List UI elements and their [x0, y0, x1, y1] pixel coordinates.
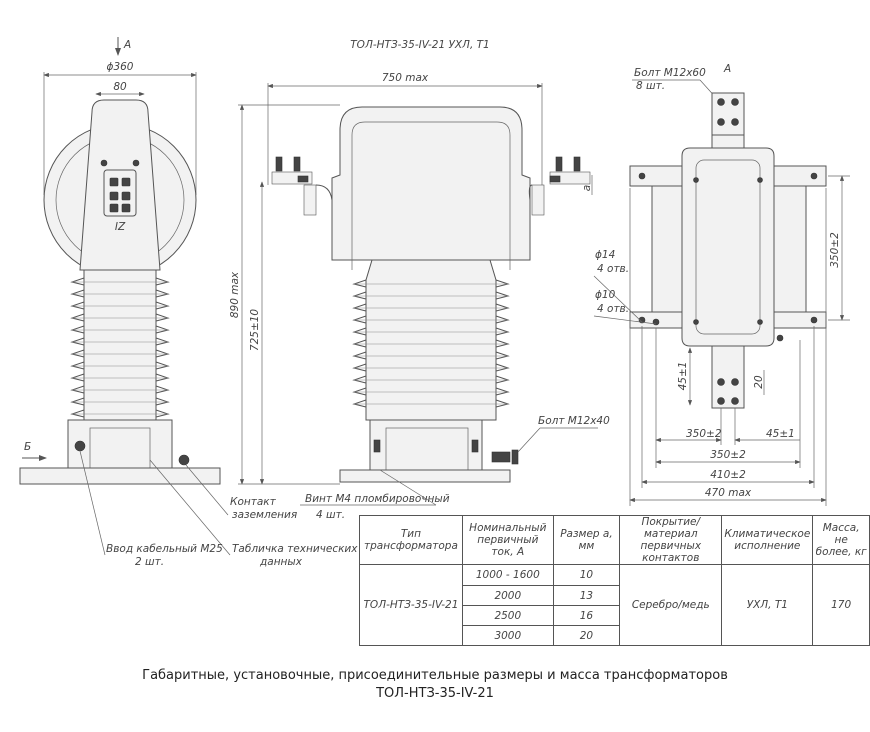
view-b-mark: Б [24, 441, 31, 453]
middle-view: 750 max 890 max 725±10 a [229, 72, 610, 521]
cell-size: 20 [552, 625, 621, 646]
view-a-mark-right: А [723, 63, 731, 75]
cell-current: 2500 [461, 605, 554, 626]
hole-10-qty: 4 отв. [597, 303, 629, 315]
dim-45-vertical: 45±1 [677, 362, 689, 391]
cell-climate: УХЛ, Т1 [721, 564, 814, 646]
table-row: ТОЛ-НТЗ-35-IV-21 1000 - 1600 10 Серебро/… [359, 564, 870, 646]
table-row: 2500 16 [360, 605, 870, 626]
bolt-m12x60: Болт М12х60 [634, 67, 706, 79]
hole-10: ϕ10 [595, 289, 616, 301]
dim-410: 410±2 [710, 469, 746, 481]
left-view: А ϕ360 80 IZ Б [19, 37, 358, 568]
cell-size: 13 [552, 585, 621, 606]
screw-label-qty: 4 шт. [316, 509, 345, 521]
screw-label: Винт М4 пломбировочный [305, 493, 450, 505]
dim-725: 725±10 [249, 309, 261, 352]
plate-label: Табличка технических [232, 543, 358, 555]
cable-label: Ввод кабельный М25 [106, 543, 223, 555]
dim-20: 20 [753, 375, 765, 389]
view-a-mark-left: А [123, 39, 131, 51]
dim-350-h2: 350±2 [710, 449, 746, 461]
ground-label-2: заземления [232, 509, 297, 521]
ground-label: Контакт [230, 496, 277, 508]
cable-label-qty: 2 шт. [135, 556, 164, 568]
table-row: 2000 13 [360, 585, 870, 606]
cell-size: 16 [552, 605, 621, 626]
dim-350-h1: 350±2 [686, 428, 722, 440]
cell-size: 10 [552, 564, 621, 586]
caption-line-2: ТОЛ-НТЗ-35-IV-21 [376, 686, 494, 701]
cell-mass: 170 [812, 564, 870, 646]
cell-current: 1000 - 1600 [461, 564, 554, 586]
cell-coating: Серебро/медь [619, 564, 723, 646]
header-size: Размер а, мм [552, 515, 621, 565]
hole-14-qty: 4 отв. [597, 263, 629, 275]
header-mass: Масса,не более, кг [812, 515, 870, 565]
dim-a: a [581, 185, 593, 191]
technical-drawing: ТОЛ-НТЗ-35-IV-21 УХЛ, Т1 А ϕ360 80 IZ [19, 37, 850, 568]
table-row: 3000 20 [360, 625, 870, 646]
right-view: А Болт М12х60 8 шт. [593, 63, 850, 506]
dim-45-horizontal: 45±1 [766, 428, 795, 440]
plate-label-2: данных [259, 556, 303, 568]
dim-diameter: ϕ360 [107, 61, 134, 73]
dim-470: 470 max [705, 487, 752, 499]
bolt-m12x40: Болт М12х40 [538, 415, 610, 427]
caption-line-1: Габаритные, установочные, присоединитель… [142, 668, 728, 683]
cell-current: 2000 [461, 585, 554, 606]
cell-type: ТОЛ-НТЗ-35-IV-21 [359, 564, 463, 646]
drawing-title: ТОЛ-НТЗ-35-IV-21 УХЛ, Т1 [350, 39, 489, 51]
dim-750: 750 max [382, 72, 429, 84]
dim-890: 890 max [229, 271, 241, 318]
plate-mark: IZ [115, 221, 126, 233]
cell-current: 3000 [461, 625, 554, 646]
bolt-m12x60-qty: 8 шт. [636, 80, 665, 92]
hole-14: ϕ14 [595, 249, 615, 261]
dim-80: 80 [113, 81, 127, 93]
dim-350-vertical: 350±2 [829, 232, 841, 268]
